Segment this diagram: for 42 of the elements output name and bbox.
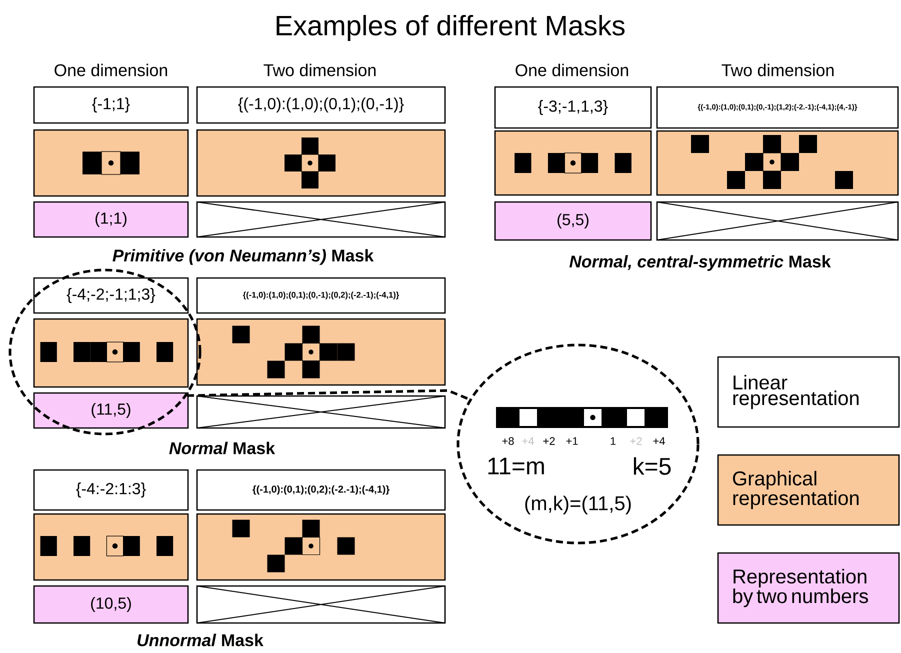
bit-label: +4 [653, 437, 665, 445]
linear-box: {(-1,0):(1,0);(0,1);(0,-1)} [196, 86, 446, 124]
crossed-box [196, 585, 446, 624]
mask-box [33, 129, 189, 197]
linear-box: {(-1,0):(1,0);(0,1);(0,-1);(0,2);(-2.-1);(-4,1)} [196, 277, 446, 314]
legend-box: Representation by two numbers [717, 552, 900, 624]
mask-box [494, 130, 652, 196]
connector-line [187, 389, 470, 401]
mask-box [196, 513, 446, 581]
heading: Examples of different Masks [276, 14, 625, 42]
linear-box: {-3;-1,1,3} [494, 86, 652, 129]
equation-text: (m,k)=(11,5) [525, 496, 631, 514]
legend-box: Graphical representation [717, 454, 900, 526]
linear-box: {-1;1} [33, 86, 189, 124]
equation-text: k=5 [634, 457, 671, 475]
crossed-box [656, 201, 899, 241]
mask-box [656, 130, 899, 196]
legend-box: Linear representation [717, 356, 900, 428]
mask-box [196, 129, 446, 197]
mask-box [33, 513, 189, 581]
equation-text: 11=m [488, 458, 544, 474]
crossed-box [196, 201, 446, 238]
crossed-box [196, 395, 446, 429]
bit-label: +2 [543, 437, 555, 445]
dashed-ellipse [8, 268, 202, 436]
number-box: (10,5) [33, 585, 189, 624]
column-header: One dimension [516, 64, 628, 76]
linear-box: {(-1,0):(0,1);(0,2);(-2.-1);(-4,1)} [196, 469, 446, 511]
bit-label: 1 [610, 437, 616, 445]
number-box: (1;1) [33, 201, 189, 238]
bit-label: +1 [566, 437, 578, 445]
caption: Primitive (von Neumann’s) Mask [112, 249, 374, 265]
number-box: (5,5) [494, 201, 652, 241]
column-header: One dimension [54, 64, 168, 76]
caption: Normal Mask [169, 442, 276, 454]
bit-label: +8 [502, 437, 514, 445]
linear-box: {-4:-2:1:3} [33, 469, 189, 511]
caption: Normal, central-symmetric Mask [569, 255, 831, 271]
mask-box [196, 318, 446, 386]
bit-label: +2 [630, 437, 642, 445]
bit-label: +4 [522, 437, 534, 445]
caption: Unnormal Mask [138, 634, 264, 646]
